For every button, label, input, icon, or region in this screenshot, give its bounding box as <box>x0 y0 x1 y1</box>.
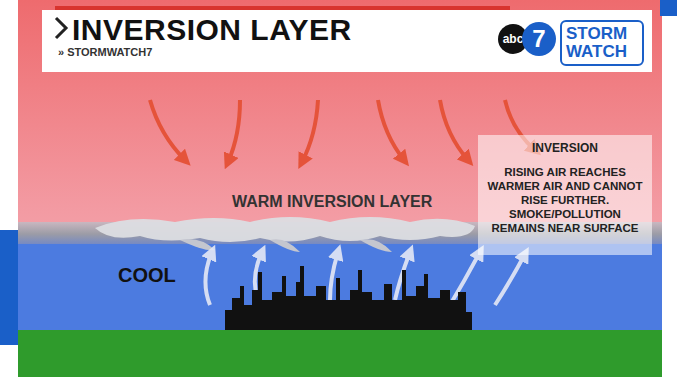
node-text: STORM WATCH <box>566 25 626 61</box>
callout-heading: INVERSION <box>484 141 646 155</box>
callout-box: INVERSION RISING AIR REACHES WARMER AIR A… <box>478 135 652 241</box>
chart-title: INVERSION LAYER <box>72 13 352 47</box>
logo-seven: 7 <box>522 22 556 56</box>
node-text: RISING AIR REACHES WARMER AIR AND CANNOT… <box>484 165 646 235</box>
layer-label: COOL <box>118 264 176 287</box>
logo-box: STORM WATCH <box>560 20 644 66</box>
layer-label: WARM INVERSION LAYER <box>232 193 432 211</box>
subtitle: » STORMWATCH7 <box>58 46 152 58</box>
